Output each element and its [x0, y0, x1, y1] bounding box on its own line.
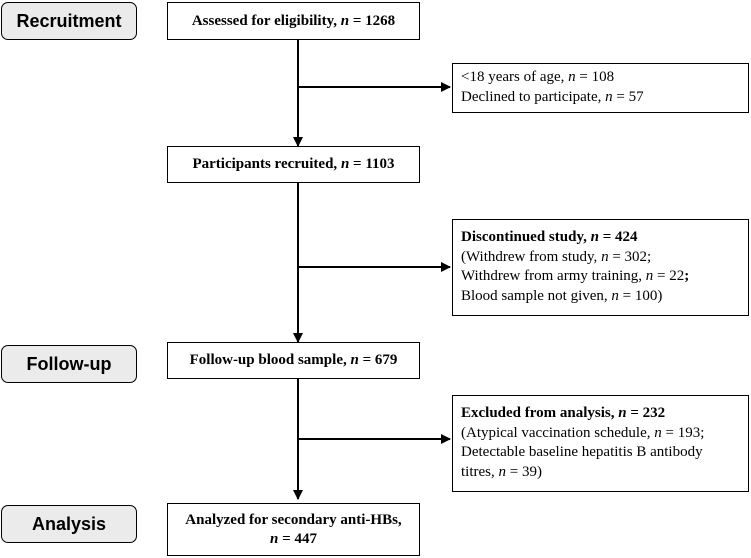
box-assessed: Assessed for eligibility, n = 1268 [167, 2, 420, 40]
followup-text: Follow-up blood sample, n = 679 [189, 352, 398, 368]
discontinued-withdrew-study: (Withdrew from study, n = 302; [461, 248, 652, 265]
phase-analysis: Analysis [1, 505, 137, 543]
recruited-text: Participants recruited, n = 1103 [192, 156, 395, 172]
phase-followup-label: Follow-up [26, 353, 112, 374]
exclusion-age-line: <18 years of age, n = 108 [461, 69, 615, 85]
analyzed-label: Analyzed for secondary anti-HBs, [185, 511, 402, 528]
phase-recruitment-label: Recruitment [16, 10, 122, 31]
box-recruited: Participants recruited, n = 1103 [167, 146, 420, 183]
phase-followup: Follow-up [1, 345, 137, 383]
box-followup: Follow-up blood sample, n = 679 [167, 342, 420, 379]
box-discontinued: Discontinued study, n = 424 (Withdrew fr… [452, 219, 749, 316]
excluded-atypical-schedule: (Atypical vaccination schedule, n = 193; [461, 424, 705, 441]
analyzed-count: n = 447 [270, 530, 317, 547]
box-excluded: Excluded from analysis, n = 232 (Atypica… [452, 395, 749, 492]
phase-analysis-label: Analysis [31, 513, 107, 534]
exclusion-declined-line: Declined to participate, n = 57 [461, 88, 644, 105]
excluded-title: Excluded from analysis, n = 232 [461, 405, 666, 421]
box-exclusion-eligibility: <18 years of age, n = 108 Declined to pa… [452, 63, 749, 113]
phase-recruitment: Recruitment [1, 2, 137, 40]
discontinued-withdrew-army: Withdrew from army training, n = 22; [461, 268, 690, 284]
discontinued-title: Discontinued study, n = 424 [461, 229, 638, 245]
assessed-text: Assessed for eligibility, n = 1268 [191, 12, 396, 29]
box-analyzed: Analyzed for secondary anti-HBs, n = 447 [167, 503, 420, 556]
discontinued-no-blood-sample: Blood sample not given, n = 100) [461, 287, 663, 304]
excluded-titres: titres, n = 39) [461, 463, 542, 480]
excluded-detectable-antibody: Detectable baseline hepatitis B antibody [461, 444, 703, 460]
